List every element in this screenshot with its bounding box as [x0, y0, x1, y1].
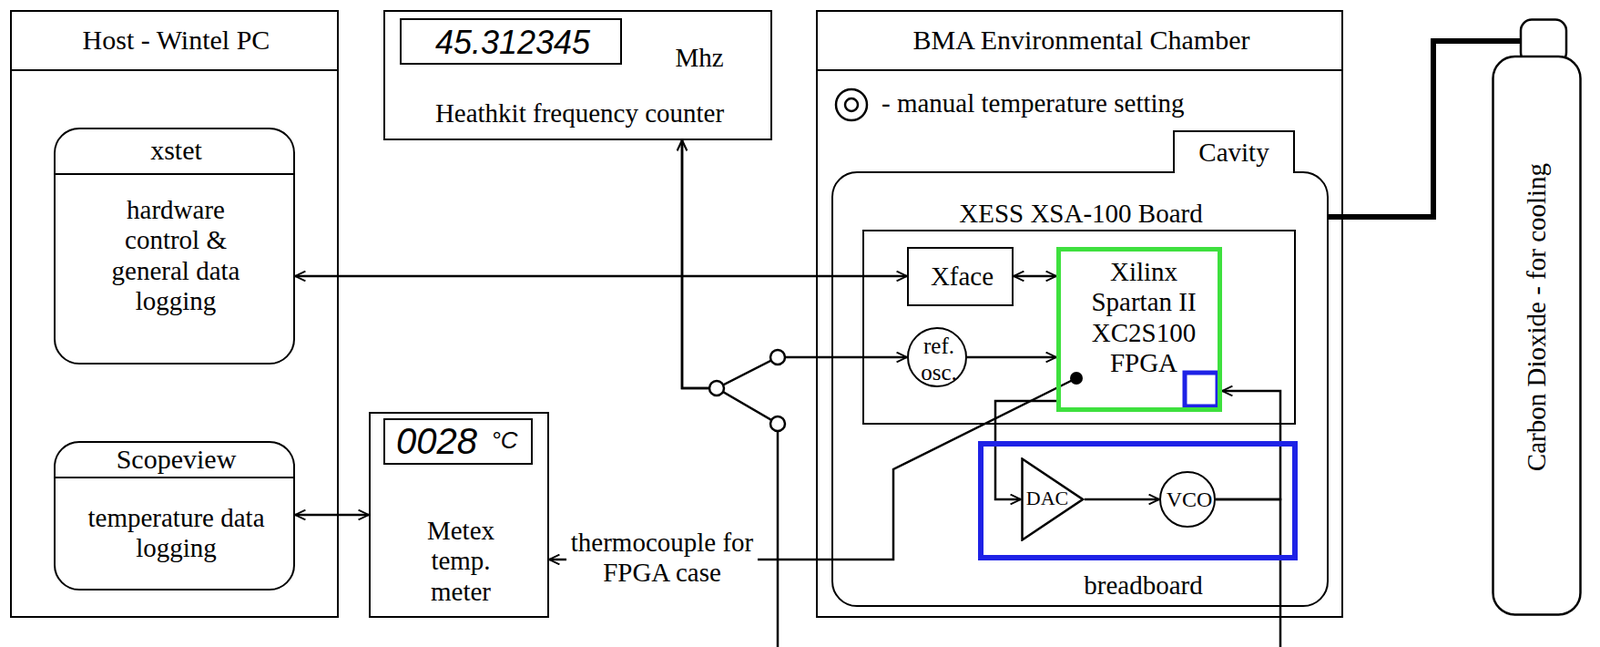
- text-slot: Carbon Dioxide - for cooling: [1521, 163, 1552, 471]
- node-text: hardware control & general data logging: [93, 194, 258, 316]
- switch-contact: [770, 416, 785, 431]
- text-slot: Scopeview: [55, 443, 297, 476]
- software-box: xstet hardware control & general data log…: [53, 127, 296, 365]
- text-slot: DAC: [1023, 486, 1071, 510]
- text-slot: xstet: [55, 134, 297, 167]
- vco-circle: VCO: [1159, 470, 1216, 528]
- instrument-box: Metex temp. meter 0028°C: [368, 411, 550, 618]
- cavity-box: CavityXESS XSA-100 BoardXfaceXilinx Spar…: [831, 171, 1329, 607]
- text-slot: Host - Wintel PC: [11, 24, 341, 57]
- instrument-box: MhzHeathkit frequency counter 45.312345: [383, 10, 773, 141]
- connector: [967, 356, 1057, 359]
- node-label: Scopeview: [55, 443, 297, 476]
- text-slot: - manual temperature setting: [881, 88, 1264, 119]
- text-slot: ref. osc.: [911, 333, 967, 387]
- switch-pivot: [709, 380, 724, 396]
- fpga-board: XESS XSA-100 BoardXfaceXilinx Spartan II…: [862, 229, 1296, 425]
- software-box: Scopeview temperature data logging: [53, 440, 296, 591]
- text-slot: BMA Environmental Chamber: [817, 24, 1346, 57]
- breadboard-box: breadboardDACVCO: [978, 440, 1298, 561]
- text-slot: 45.312345: [401, 23, 624, 62]
- edge-label: thermocouple for FPGA case: [566, 527, 758, 589]
- text-slot: Xilinx Spartan II XC2S100 FPGA: [1075, 256, 1213, 378]
- text-slot: 0028: [392, 419, 481, 462]
- digital-display: 45.312345: [399, 18, 622, 65]
- text-slot: XESS XSA-100 Board: [864, 198, 1298, 229]
- node-label: VCO: [1161, 487, 1218, 513]
- knob-symbol: [845, 98, 858, 112]
- node-label: 45.312345: [401, 23, 624, 62]
- node-text: Heathkit frequency counter: [385, 98, 775, 129]
- dac-triangle: DAC: [1020, 457, 1085, 541]
- node-label: Xface: [908, 261, 1016, 292]
- text-slot: Xface: [908, 261, 1016, 292]
- node-label: 0028: [392, 419, 481, 462]
- node-label: DAC: [1023, 486, 1071, 510]
- text-slot: °C: [481, 427, 528, 455]
- thermocouple-dot: [1070, 371, 1083, 385]
- node-label: breadboard: [983, 570, 1304, 601]
- text-slot: Cavity: [1172, 130, 1295, 174]
- node-text: °C: [481, 427, 528, 455]
- text-slot: temperature data logging: [82, 502, 270, 564]
- text-slot: Mhz: [658, 42, 741, 73]
- node-label: Carbon Dioxide - for cooling: [1521, 163, 1552, 471]
- text-slot: breadboard: [983, 570, 1304, 601]
- fpga-chip: Xilinx Spartan II XC2S100 FPGA: [1056, 246, 1223, 412]
- text-slot: Metex temp. meter: [401, 515, 520, 607]
- node-label: Mhz: [658, 42, 741, 73]
- text-slot: VCO: [1161, 487, 1218, 513]
- connector: [1013, 275, 1057, 278]
- cylinder-body: [1493, 56, 1581, 615]
- gas-cylinder: Carbon Dioxide - for cooling: [1491, 18, 1582, 616]
- digital-display: 0028°C: [383, 417, 533, 465]
- annotation-label: - manual temperature setting: [881, 88, 1264, 119]
- text-slot: thermocouple for FPGA case: [566, 527, 758, 589]
- node-label: Metex temp. meter: [401, 515, 520, 607]
- node-label: Cavity: [1174, 137, 1294, 168]
- node-label: ref. osc.: [911, 333, 967, 387]
- node-text: temperature data logging: [82, 502, 270, 564]
- host-panel: Host - Wintel PC xstet hardware control & …: [10, 10, 339, 618]
- oscillator-circle: ref. osc.: [907, 326, 968, 388]
- node-label: Host - Wintel PC: [11, 24, 341, 57]
- switch-contact: [770, 349, 785, 365]
- text-slot: Heathkit frequency counter: [385, 98, 775, 129]
- knob-symbol: [835, 89, 867, 121]
- connector: [995, 400, 1057, 500]
- connector: [682, 140, 908, 388]
- node-label: Xilinx Spartan II XC2S100 FPGA: [1075, 256, 1213, 378]
- fpga-pin-block: [1184, 372, 1218, 407]
- node-label: XESS XSA-100 Board: [864, 198, 1298, 229]
- node-label: xstet: [55, 134, 297, 167]
- triangle-outline: [1022, 458, 1084, 541]
- node-label: BMA Environmental Chamber: [817, 24, 1346, 57]
- connector: [295, 513, 369, 517]
- interface-box: Xface: [907, 246, 1014, 306]
- connector: [1084, 498, 1160, 501]
- text-slot: hardware control & general data logging: [93, 194, 258, 316]
